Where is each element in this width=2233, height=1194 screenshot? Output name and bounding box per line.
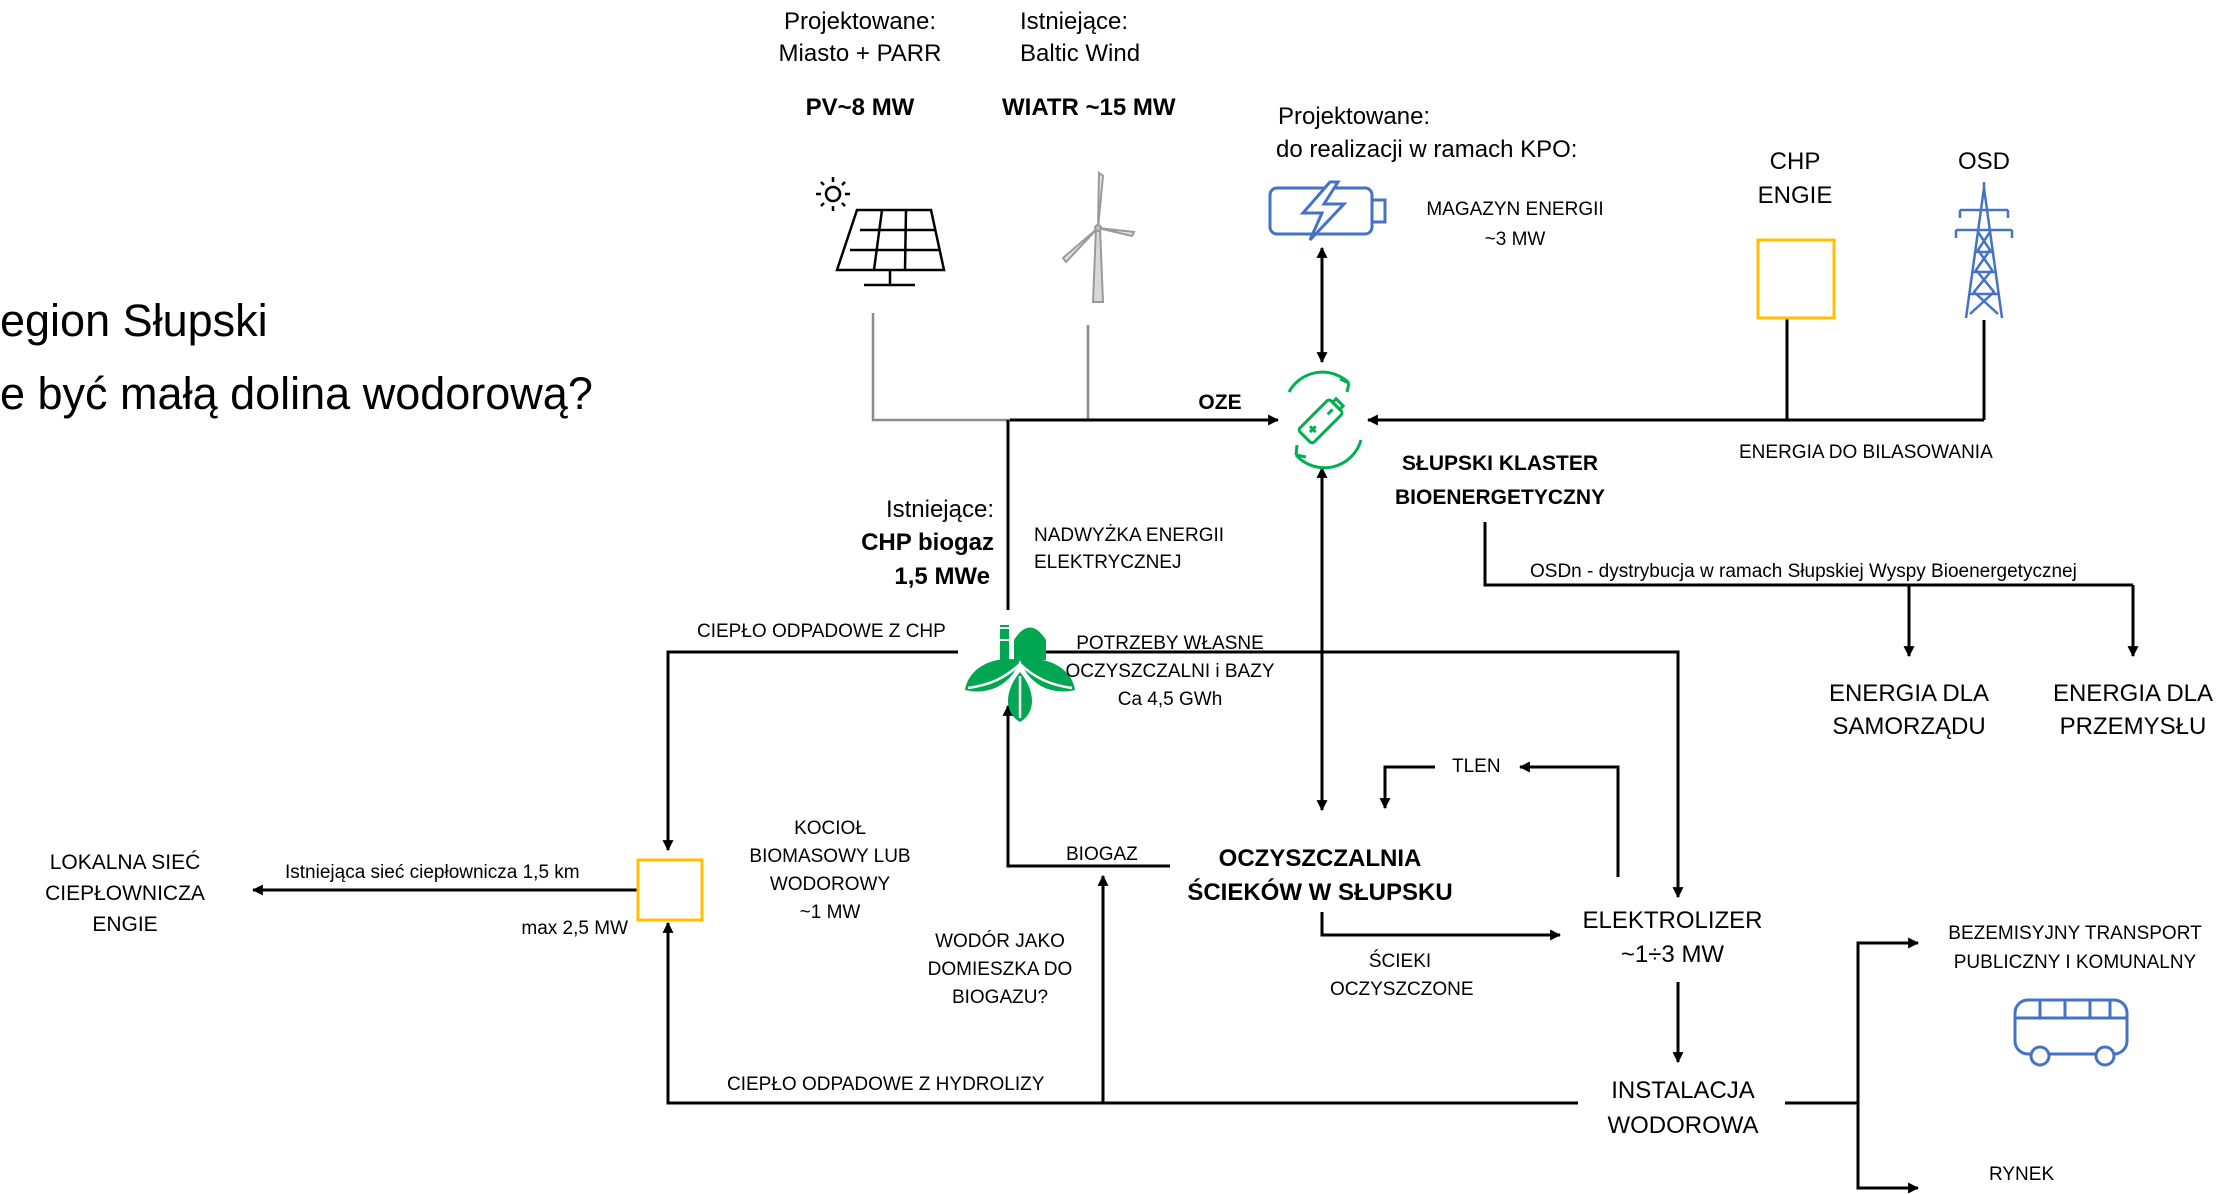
osdn-line: [1483, 522, 2133, 587]
title-line-2: e być małą dolina wodorową?: [0, 368, 593, 419]
electrolyzer-line-1: ELEKTROLIZER: [1582, 907, 1763, 934]
oxygen-arrow: [1518, 761, 1620, 877]
hydrogen-installation-line-1: INSTALACJA: [1611, 1077, 1755, 1104]
heat-network-line-3: ENGIE: [92, 913, 158, 936]
waste-heat-chp-label: CIEPŁO ODPADOWE Z CHP: [697, 621, 946, 642]
pv-status: Projektowane:: [783, 8, 937, 35]
chp-engie-line-1: CHP: [1769, 148, 1821, 175]
own-needs-line-3: Ca 4,5 GWh: [1117, 689, 1223, 710]
cluster-line-2: BIOENERGETYCZNY: [1394, 486, 1606, 509]
hydrogen-blend-line-2: DOMIESZKA DO: [927, 959, 1073, 980]
storage-capacity: ~3 MW: [1484, 229, 1546, 250]
heat-network-line-2: CIEPŁOWNICZA: [45, 882, 205, 905]
transport-arrow: [1856, 937, 1920, 1103]
renewable-feed-lines: [871, 313, 1090, 422]
biogas-plant-icon: [965, 625, 1075, 722]
boiler-box: [636, 858, 704, 922]
storage-name: MAGAZYN ENERGII: [1426, 199, 1604, 220]
own-needs-line-1: POTRZEBY WŁASNE: [1076, 633, 1264, 654]
own-needs-arrow: [1025, 650, 1684, 899]
wind-turbine-icon: [1061, 171, 1136, 303]
boiler-line-4: ~1 MW: [799, 902, 861, 923]
storage-owner: do realizacji w ramach KPO:: [1276, 136, 1578, 163]
existing-network-label: Istniejąca sieć ciepłownicza 1,5 km: [285, 862, 580, 883]
pv-owner: Miasto + PARR: [778, 40, 942, 67]
boiler-line-2: BIOMASOWY LUB: [749, 846, 911, 867]
solar-panel-icon: [816, 177, 946, 287]
osdn-label: OSDn - dystrybucja w ramach Słupskiej Wy…: [1530, 561, 2077, 582]
energy-local-line-2: SAMORZĄDU: [1832, 713, 1986, 740]
energy-industry-line-2: PRZEMYSŁU: [2059, 713, 2207, 740]
treated-sewage-arrow: [1320, 912, 1562, 941]
market-label: RYNEK: [1989, 1164, 2055, 1185]
chp-engie-line-2: ENGIE: [1757, 182, 1833, 209]
cluster-line-1: SŁUPSKI KLASTER: [1401, 452, 1598, 475]
wind-capacity: WIATR ~15 MW: [1002, 94, 1176, 121]
wind-owner: Baltic Wind: [1020, 40, 1141, 67]
chp-biogas-capacity: 1,5 MWe: [894, 563, 990, 590]
hydrolysis-heat-arrow: [662, 921, 1578, 1105]
transport-line-1: BEZEMISYJNY TRANSPORT: [1948, 923, 2202, 944]
oxygen-label: TLEN: [1452, 756, 1501, 777]
pv-capacity: PV~8 MW: [805, 94, 915, 121]
surplus-line-1: NADWYŻKA ENERGII: [1034, 525, 1225, 546]
treatment-plant-line-2: ŚCIEKÓW W SŁUPSKU: [1187, 879, 1453, 906]
power-pylon-icon: [1954, 182, 2014, 319]
treated-sewage-line-2: OCZYSZCZONE: [1330, 979, 1474, 1000]
market-arrow: [1856, 1103, 1920, 1194]
energy-local-line-1: ENERGIA DLA: [1828, 680, 1990, 707]
electrolyzer-line-2: ~1÷3 MW: [1620, 941, 1725, 968]
battery-icon: [1268, 180, 1387, 242]
treatment-plant-line-1: OCZYSZCZALNIA: [1218, 845, 1422, 872]
hydrogen-installation-line-2: WODOROWA: [1607, 1112, 1759, 1139]
biogas-label: BIOGAZ: [1066, 844, 1138, 865]
hydrolysis-heat-label: CIEPŁO ODPADOWE Z HYDROLIZY: [727, 1074, 1045, 1095]
balancing-label: ENERGIA DO BILASOWANIA: [1739, 442, 1993, 463]
hydrogen-blend-line-3: BIOGAZU?: [951, 987, 1049, 1008]
chp-heat-arrow: [662, 650, 958, 852]
own-needs-line-2: OCZYSZCZALNI i BAZY: [1065, 661, 1275, 682]
title-line-1: egion Słupski: [0, 295, 268, 346]
wind-status: Istniejące:: [1020, 8, 1129, 35]
recycle-battery-icon: [1287, 370, 1363, 470]
surplus-line-2: ELEKTRYCZNEJ: [1034, 552, 1182, 573]
treated-sewage-line-1: ŚCIEKI: [1368, 951, 1432, 972]
chp-biogas-name: CHP biogaz: [861, 529, 994, 556]
energy-industry-line-1: ENERGIA DLA: [2052, 680, 2214, 707]
chp-engie-box: [1756, 238, 1836, 320]
osd-label: OSD: [1957, 148, 2010, 175]
boiler-line-1: KOCIOŁ: [794, 818, 866, 839]
chp-biogas-status: Istniejące:: [885, 496, 994, 523]
hydrogen-blend-line-1: WODÓR JAKO: [935, 931, 1065, 952]
oze-label: OZE: [1198, 391, 1242, 414]
storage-status: Projektowane:: [1278, 103, 1431, 130]
biogas-arrow: [1002, 704, 1170, 868]
heat-network-line-1: LOKALNA SIEĆ: [49, 851, 201, 874]
flow-connectors: [251, 246, 2139, 1194]
bus-icon: [2013, 998, 2129, 1067]
transport-line-2: PUBLICZNY I KOMUNALNY: [1953, 952, 2197, 973]
boiler-line-3: WODOROWY: [769, 874, 891, 895]
max-power-label: max 2,5 MW: [521, 918, 628, 939]
